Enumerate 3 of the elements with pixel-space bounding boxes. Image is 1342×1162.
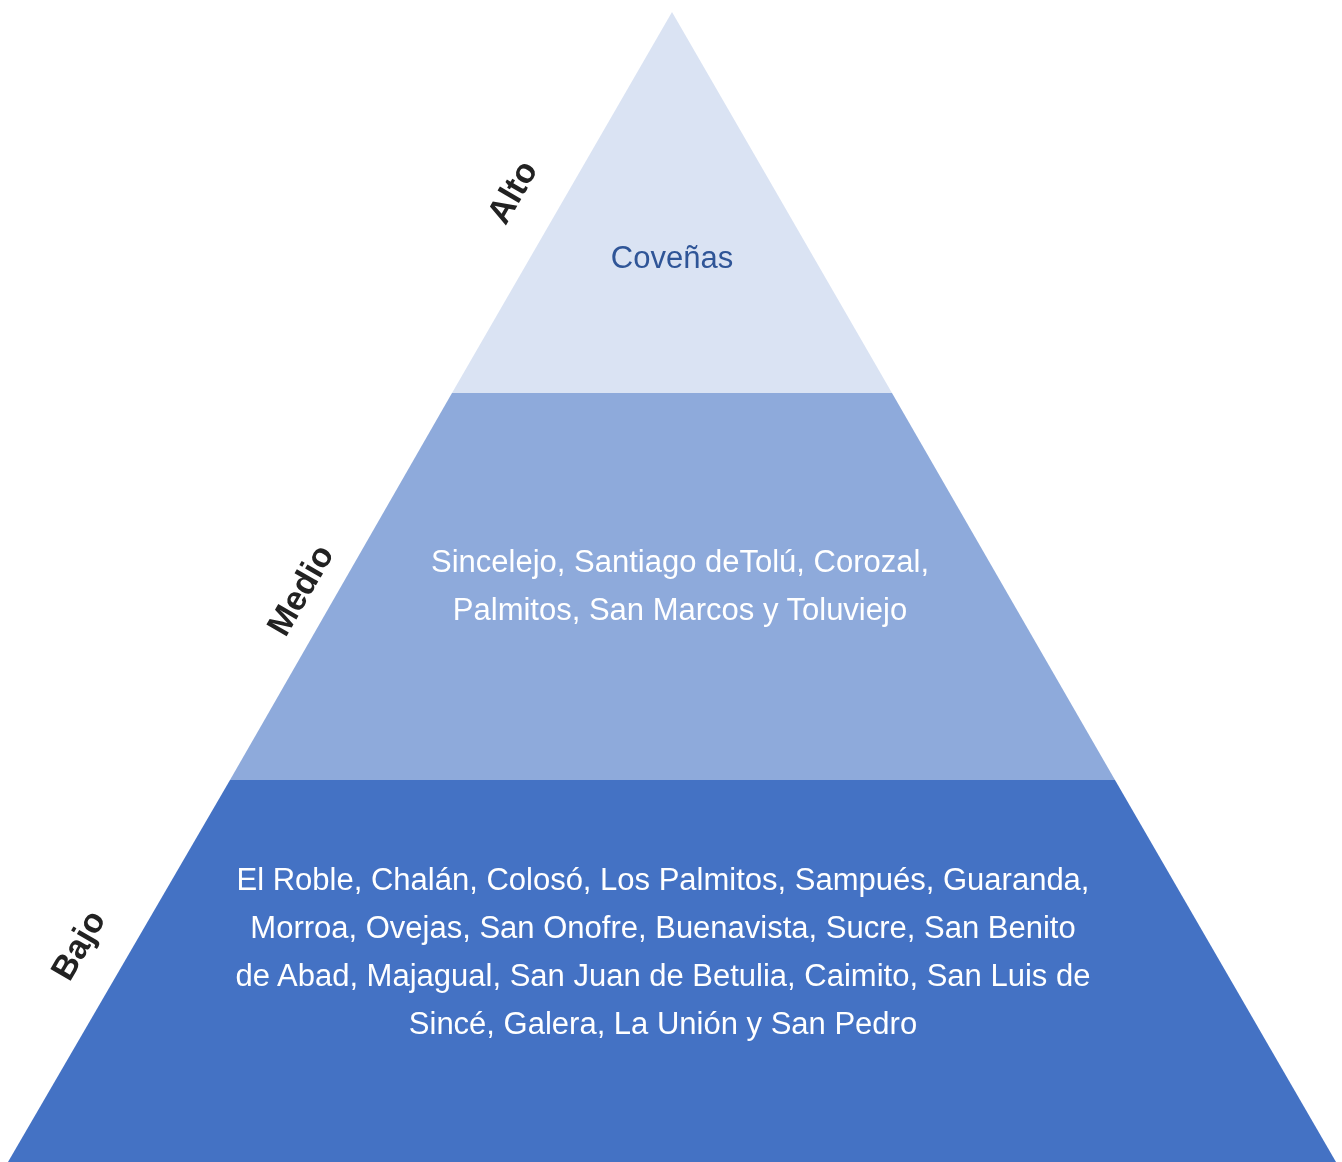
level-text: El Roble, Chalán, Colosó, Los Palmitos, Sampués, Guaranda, Morroa, Ovejas, San Onofre, Buenavista, Sucre, San Benito de Abad, Majagual, San Juan de Betulia, Caimito, San Luis de Sincé, Galera, La Unión y San Pedro bbox=[234, 861, 1092, 1043]
level-text: Sincelejo, Santiago deTolú, Corozal, Palmitos, San Marcos y Toluviejo bbox=[430, 543, 930, 629]
level-text: Coveñas bbox=[609, 239, 735, 277]
